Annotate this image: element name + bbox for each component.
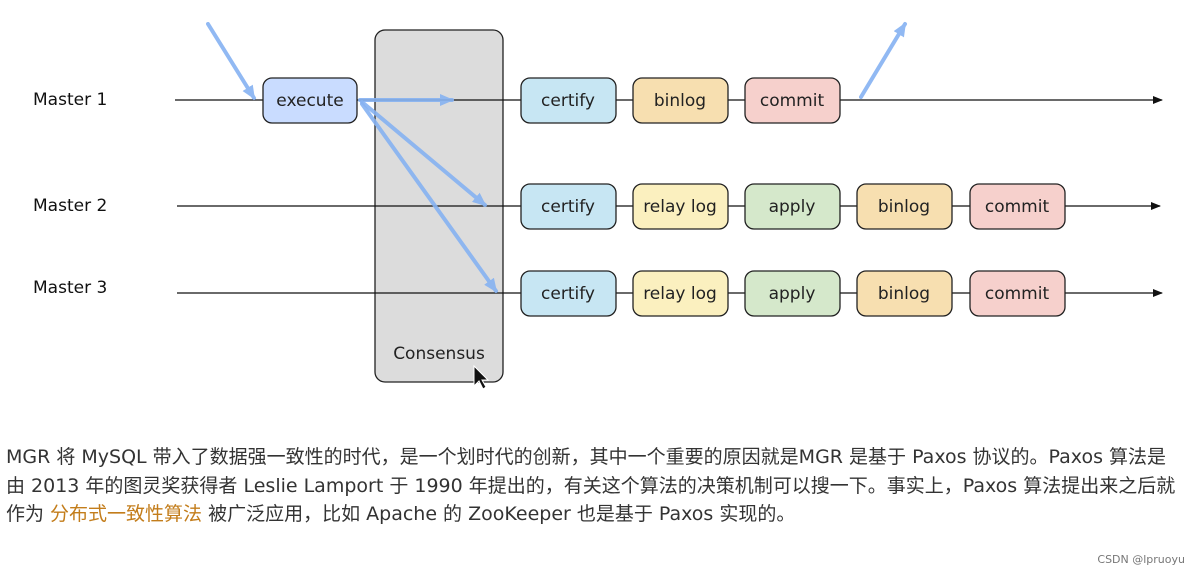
svg-text:commit: commit — [985, 197, 1050, 217]
master3-relaylog-box: relay log — [632, 270, 729, 317]
svg-text:execute: execute — [276, 91, 343, 111]
broadcast-arrow-master2 — [360, 100, 487, 207]
master1-certify-box: certify — [520, 77, 617, 124]
master1-execute-box: execute — [262, 77, 358, 124]
description-paragraph: MGR 将 MySQL 带入了数据强一致性的时代，是一个划时代的创新，其中一个重… — [6, 443, 1176, 529]
master3-commit-box: commit — [969, 270, 1066, 317]
master2-label: Master 2 — [33, 196, 107, 216]
master2-binlog-box: binlog — [856, 183, 953, 230]
outgoing-arrow — [859, 22, 907, 99]
master3-label: Master 3 — [33, 278, 107, 298]
svg-text:apply: apply — [769, 197, 816, 217]
svg-text:commit: commit — [985, 284, 1050, 304]
svg-text:relay log: relay log — [643, 284, 717, 304]
incoming-arrow — [206, 22, 256, 100]
distributed-consensus-link[interactable]: 分布式一致性算法 — [50, 503, 203, 525]
consensus-label: Consensus — [393, 344, 485, 364]
master2-relaylog-box: relay log — [632, 183, 729, 230]
master3-certify-box: certify — [520, 270, 617, 317]
svg-text:apply: apply — [769, 284, 816, 304]
master2-apply-box: apply — [744, 183, 841, 230]
mouse-cursor-icon — [473, 364, 490, 390]
svg-text:binlog: binlog — [654, 91, 706, 111]
broadcast-arrow-master3 — [360, 102, 498, 293]
mgr-flow-diagram: Consensus Master 1 Master 2 Master 3 exe… — [33, 22, 1163, 390]
master1-commit-box: commit — [744, 77, 841, 124]
svg-text:relay log: relay log — [643, 197, 717, 217]
master2-commit-box: commit — [969, 183, 1066, 230]
svg-text:certify: certify — [541, 91, 595, 111]
svg-text:binlog: binlog — [878, 284, 930, 304]
svg-text:binlog: binlog — [878, 197, 930, 217]
master2-certify-box: certify — [520, 183, 617, 230]
paragraph-text-part2: 被广泛应用，比如 Apache 的 ZooKeeper 也是基于 Paxos 实… — [202, 503, 796, 525]
paragraph-text-part1: MGR 将 MySQL 带入了数据强一致性的时代，是一个划时代的创新，其中一个重… — [6, 446, 1176, 525]
svg-text:commit: commit — [760, 91, 825, 111]
csdn-watermark: CSDN @lpruoyu — [1097, 553, 1185, 566]
master3-apply-box: apply — [744, 270, 841, 317]
svg-text:certify: certify — [541, 197, 595, 217]
master3-binlog-box: binlog — [856, 270, 953, 317]
svg-text:certify: certify — [541, 284, 595, 304]
master1-binlog-box: binlog — [632, 77, 729, 124]
master1-label: Master 1 — [33, 90, 107, 110]
